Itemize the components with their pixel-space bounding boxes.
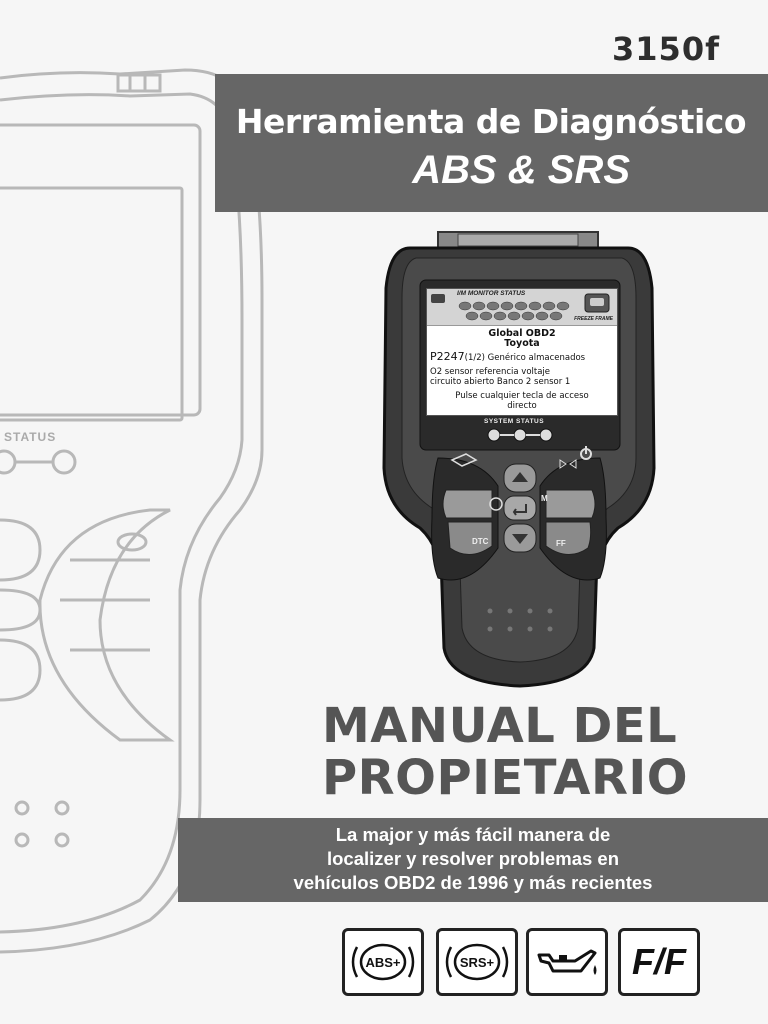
freeze-frame-label: FREEZE FRAME	[574, 316, 613, 322]
tagline-band: La major y más fácil manera de localizer…	[178, 818, 768, 902]
title-band: Herramienta de Diagnóstico ABS & SRS	[215, 74, 768, 212]
key-m-label: M	[541, 494, 548, 503]
srs-label: SRS+	[460, 955, 495, 970]
title-line2: ABS & SRS	[412, 148, 630, 192]
system-status-label: SYSTEM STATUS	[484, 418, 545, 425]
screen-line-make: Toyota	[504, 338, 540, 349]
tagline-line2: localizer y resolver problemas en	[326, 848, 620, 869]
manual-title-line1: MANUAL DEL	[322, 698, 678, 754]
screen-line-prompt2: directo	[507, 401, 537, 411]
monitor-status-label: I/M MONITOR STATUS	[457, 290, 526, 297]
abs-plus-icon: ABS+	[342, 928, 424, 996]
screen-header: I/M MONITOR STATUS FREEZE FRAME	[427, 289, 617, 326]
tagline-line3: vehículos OBD2 de 1996 y más recientes	[293, 872, 653, 893]
background-device-outline	[0, 68, 264, 954]
ff-label: F/F	[632, 941, 686, 982]
manual-title-line2: PROPIETARIO	[322, 750, 689, 806]
monitor-status-icons	[431, 293, 610, 321]
key-ff-label: FF	[556, 539, 566, 548]
manual-title: MANUAL DEL PROPIETARIO	[322, 700, 742, 804]
screen-line-protocol: Global OBD2	[488, 328, 556, 339]
srs-plus-icon: SRS+	[436, 928, 518, 996]
tagline-line1: La major y más fácil manera de	[335, 824, 611, 845]
screen-line-code: P2247(1/2) Genérico almacenados	[430, 350, 586, 363]
freeze-frame-icon: F/F	[618, 928, 700, 996]
oil-can-icon	[526, 928, 608, 996]
model-number: 3150f	[612, 30, 720, 68]
key-dtc-label: DTC	[472, 537, 489, 546]
screen-line-desc2: circuito abierto Banco 2 sensor 1	[430, 377, 571, 387]
device-screen: I/M MONITOR STATUS FREEZE FRAME Global O…	[426, 288, 618, 416]
title-line1: Herramienta de Diagnóstico	[235, 102, 747, 141]
background-status-label: STATUS	[4, 430, 57, 444]
screen-line-desc1: O2 sensor referencia voltaje	[430, 367, 551, 377]
tagline: La major y más fácil manera de localizer…	[178, 823, 768, 895]
screen-line-prompt1: Pulse cualquier tecla de acceso	[455, 391, 589, 401]
abs-label: ABS+	[365, 955, 400, 970]
